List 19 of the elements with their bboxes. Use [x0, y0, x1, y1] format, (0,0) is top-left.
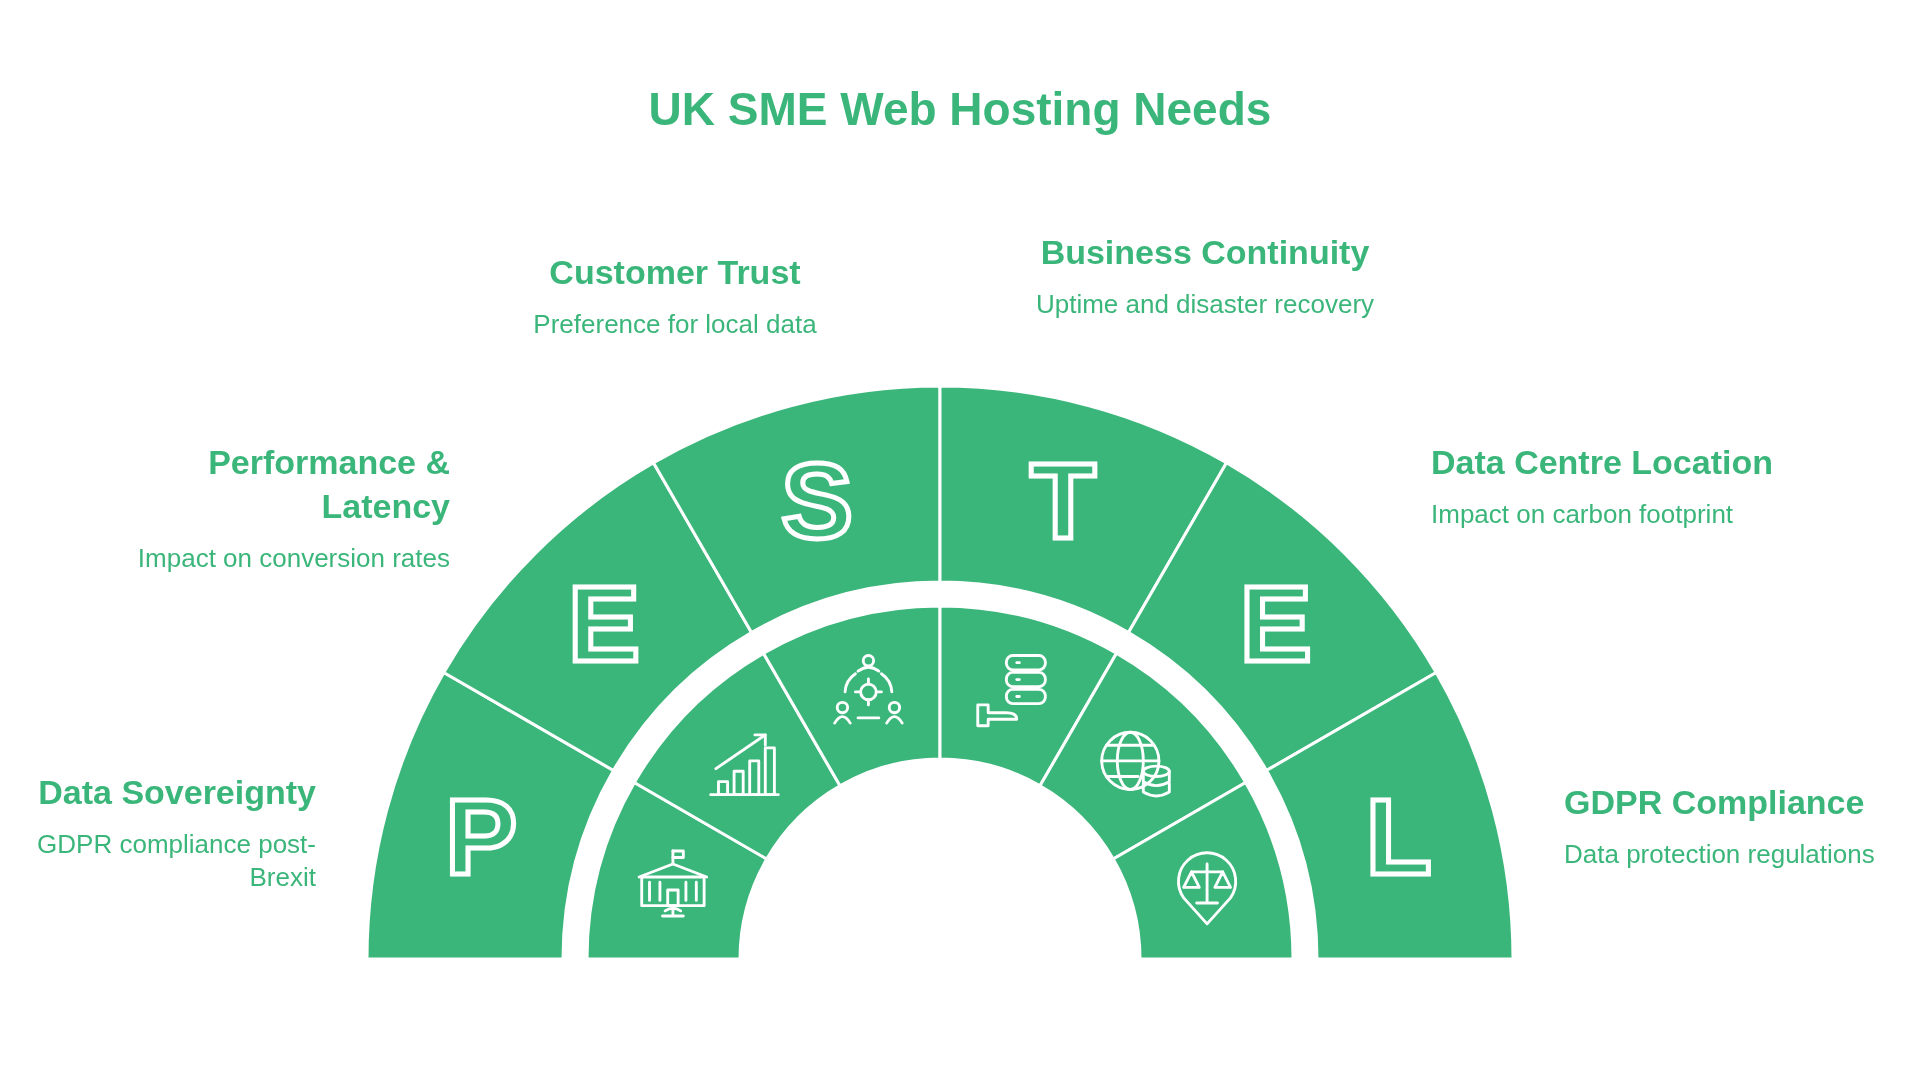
segment-heading: Data Centre Location — [1431, 442, 1774, 483]
segment-description: Impact on carbon footprint — [1431, 498, 1735, 531]
segment-letter: E — [568, 563, 641, 685]
segment-heading: GDPR Compliance — [1564, 782, 1866, 823]
segment-description: GDPR compliance post-Brexit — [36, 828, 316, 894]
segment-description: Uptime and disaster recovery — [1034, 288, 1376, 321]
segment-description: Preference for local data — [532, 308, 818, 341]
segment-letter: S — [781, 440, 854, 562]
segment-letter: P — [445, 776, 518, 898]
title: UK SME Web Hosting Needs — [647, 82, 1273, 136]
segment-heading: Data Sovereignty — [37, 772, 316, 813]
segment-letter: E — [1239, 563, 1312, 685]
segment-description: Impact on conversion rates — [136, 542, 450, 575]
segment-letter: L — [1365, 776, 1432, 898]
segment-letter: T — [1029, 440, 1096, 562]
segment-description: Data protection regulations — [1564, 838, 1876, 871]
segment-heading: Customer Trust — [548, 252, 802, 293]
segment-heading: Business Continuity — [1039, 232, 1371, 273]
segment-heading: Performance & Latency — [207, 442, 450, 527]
